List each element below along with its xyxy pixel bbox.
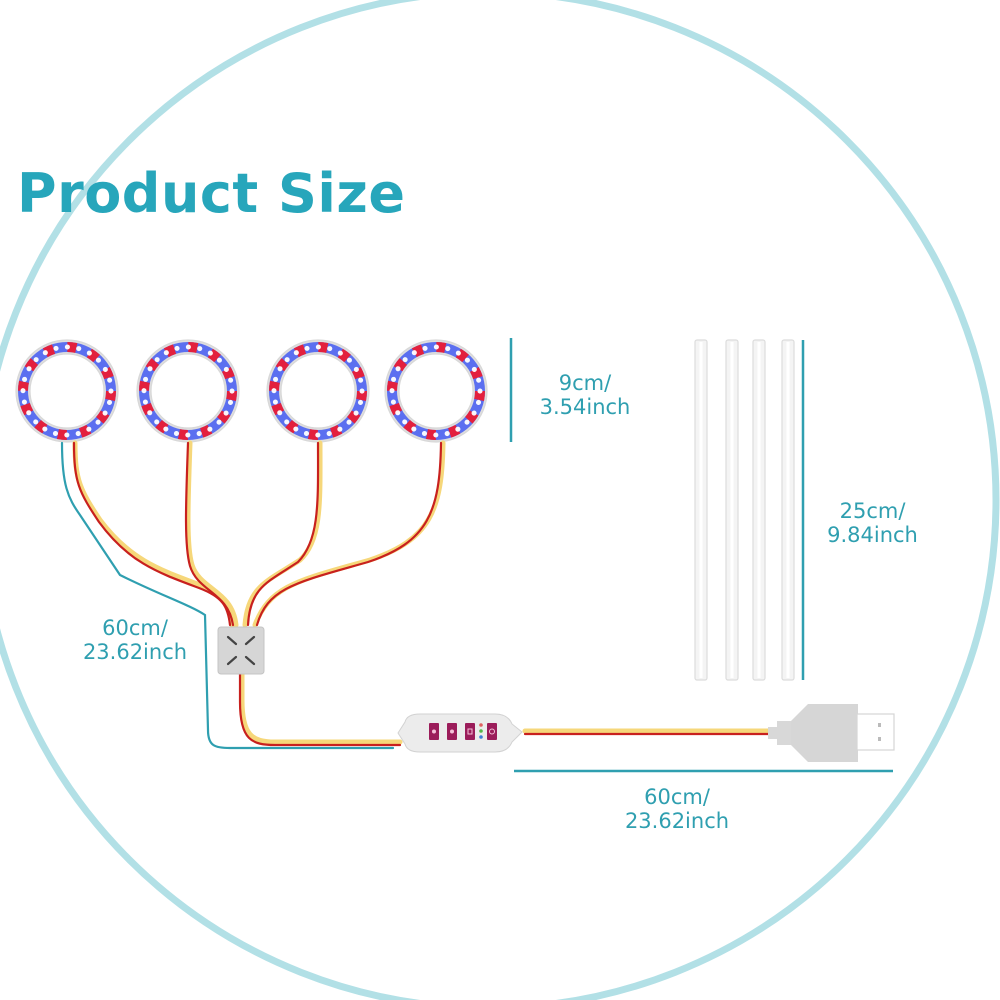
branch-cable-length-label: 60cm/ 23.62inch [82,616,188,664]
support-rod-3 [751,338,767,682]
ring-light-3 [267,340,369,442]
ring-diameter-label: 9cm/ 3.54inch [539,371,631,419]
support-rod-1 [693,338,709,682]
splitter-hub [217,626,265,675]
ring-light-1 [16,340,118,442]
inline-controller [397,713,523,753]
ring-light-2 [137,340,239,442]
main-cable-length-label: 60cm/ 23.62inch [624,785,730,833]
ring-light-4 [385,340,487,442]
branch-cables [60,440,778,750]
support-rod-2 [724,338,740,682]
usb-plug [768,704,895,762]
page-title: Product Size [17,162,406,225]
rod-length-label: 25cm/ 9.84inch [827,499,918,547]
support-rod-4 [780,338,796,682]
